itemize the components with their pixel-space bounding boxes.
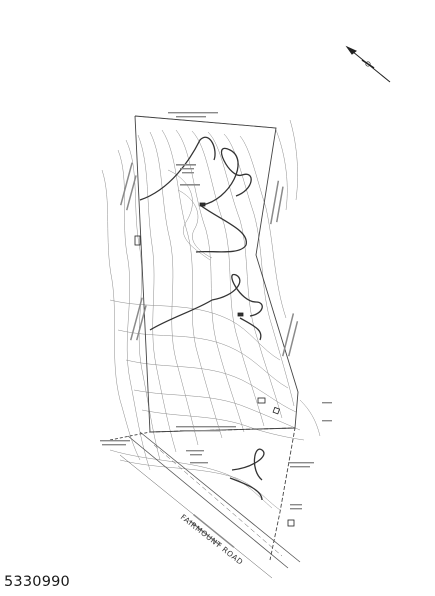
listing-id: 5330990: [4, 574, 70, 590]
driveway-lines: [139, 136, 265, 501]
annotation-marks: [100, 112, 332, 510]
contour-lines: [101, 119, 321, 511]
road-label: FAIRMOUNT ROAD: [179, 512, 245, 566]
bearing-annotations: [120, 162, 299, 548]
property-boundaries: [109, 115, 299, 561]
structures: [134, 202, 295, 527]
road-edges: [119, 431, 301, 579]
north-arrow-icon: [345, 45, 391, 83]
